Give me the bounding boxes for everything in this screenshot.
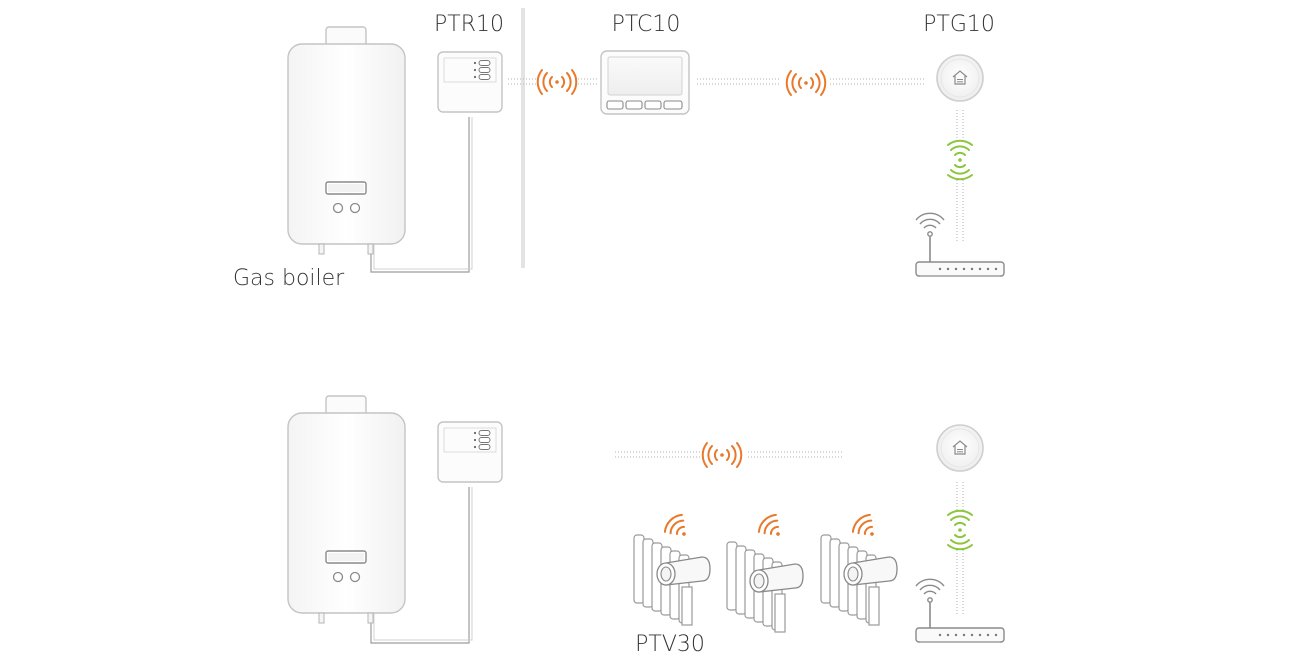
top-scene: PTR10 PTC10 PTG10 Gas boiler: [233, 8, 1005, 291]
gas-boiler: [287, 395, 406, 624]
controller-device: [600, 50, 690, 115]
radio-waves-icon: [663, 513, 686, 536]
gateway-device: [936, 54, 984, 102]
valves-label: PTV30: [635, 632, 705, 657]
receiver-device: [437, 421, 503, 483]
rf-link-controller-gateway: [697, 78, 926, 85]
bottom-scene: PTV30: [287, 395, 1005, 657]
receiver-device: [437, 51, 503, 113]
gateway-device: [936, 424, 984, 472]
radio-waves-icon: [701, 442, 743, 468]
wifi-waves-icon: [947, 139, 973, 181]
router-icon: [915, 578, 1005, 643]
rf-link-receiver-controller: [508, 78, 598, 85]
radio-waves-icon: [851, 513, 874, 536]
radiator-valve: [820, 534, 898, 626]
boiler-label: Gas boiler: [233, 266, 345, 291]
controller-label: PTC10: [612, 12, 681, 37]
radio-waves-icon: [536, 69, 578, 95]
gas-boiler: [287, 26, 406, 255]
gateway-label: PTG10: [923, 12, 995, 37]
radio-waves-icon: [757, 513, 780, 536]
wifi-link-gateway-router: [956, 482, 964, 615]
rf-link-valves: [615, 451, 843, 458]
radio-waves-icon: [785, 70, 827, 96]
router-icon: [915, 212, 1005, 277]
wifi-waves-icon: [947, 509, 973, 551]
wifi-link-gateway-router: [956, 110, 964, 243]
radiator-valve: [633, 534, 711, 626]
radiator-valve: [726, 541, 804, 633]
receiver-label: PTR10: [434, 12, 504, 37]
